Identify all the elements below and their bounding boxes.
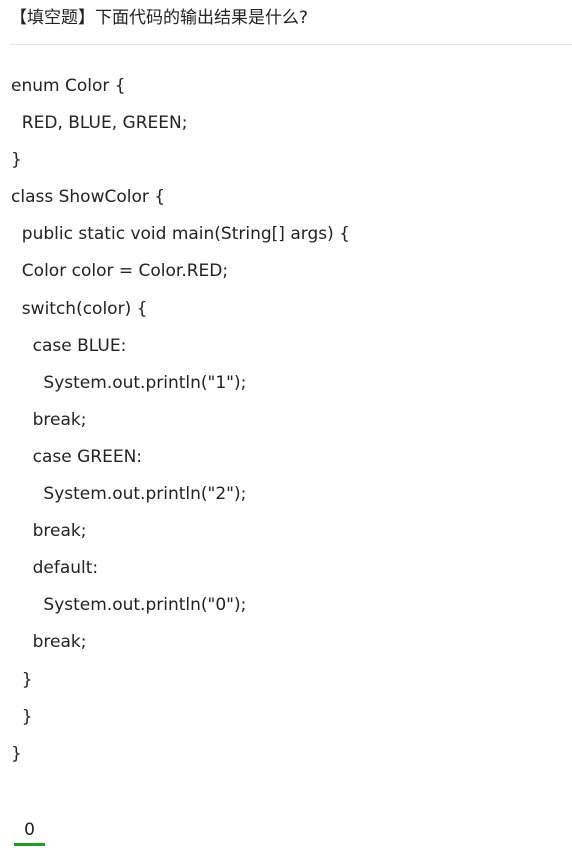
code-line: System.out.println("1"); [11,372,247,393]
code-line: default: [11,558,99,579]
code-line: System.out.println("2"); [11,484,247,505]
code-block: enum Color { RED, BLUE, GREEN; } class S… [11,68,566,773]
code-line: } [11,743,22,764]
code-line: RED, BLUE, GREEN; [11,113,188,134]
code-line: case GREEN: [11,446,143,467]
code-line: break; [11,409,87,430]
code-line: } [11,706,33,727]
code-line: switch(color) { [11,298,148,319]
code-line: case BLUE: [11,335,127,356]
code-line: } [11,669,33,690]
code-line: enum Color { [11,76,126,96]
answer-underline [14,843,45,846]
code-line: break; [11,521,87,542]
code-line: public static void main(String[] args) { [11,224,350,245]
code-line: Color color = Color.RED; [11,261,229,282]
code-line: class ShowColor { [11,187,166,208]
code-line: System.out.println("0"); [11,595,247,616]
title-divider [10,44,572,45]
code-line: break; [11,632,87,653]
code-line: } [11,150,22,171]
answer-blank[interactable]: 0 [14,818,45,846]
answer-value: 0 [24,820,35,840]
question-title: 【填空题】下面代码的输出结果是什么? [10,8,309,28]
